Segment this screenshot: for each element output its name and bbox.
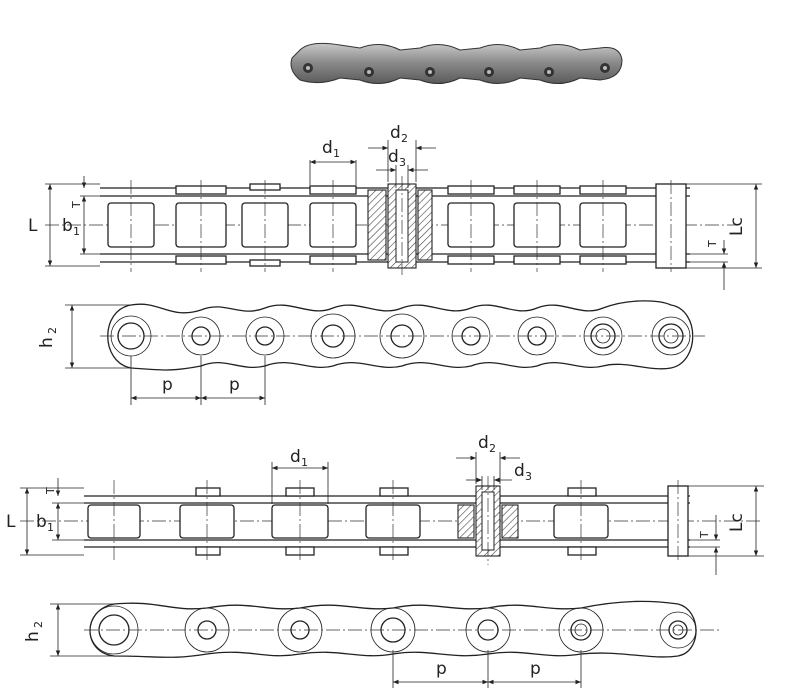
label-L-b: L xyxy=(6,512,16,532)
view2-side xyxy=(50,600,720,688)
label-h2-b-sub: 2 xyxy=(32,621,45,628)
label-T-b-left: T xyxy=(44,487,57,495)
chain-photo xyxy=(290,42,623,84)
label-T-left: T xyxy=(70,201,83,209)
label-d2: d xyxy=(390,123,401,143)
label-d2-b-sub: 2 xyxy=(489,442,496,455)
label-T-b-right: T xyxy=(698,531,711,539)
label-d1-sub: 1 xyxy=(333,147,340,160)
label-h2-sub: 2 xyxy=(46,327,59,334)
label-d1-b: d xyxy=(290,447,301,467)
label-p-4: p xyxy=(530,659,541,679)
label-d3-b-sub: 3 xyxy=(525,470,532,483)
label-L: L xyxy=(28,216,38,236)
label-T-right: T xyxy=(706,240,719,248)
view2-top xyxy=(20,452,764,575)
label-b1: b xyxy=(62,216,73,236)
label-d1-b-sub: 1 xyxy=(301,456,308,469)
label-d1: d xyxy=(322,138,333,158)
label-h2-b: h xyxy=(23,631,43,642)
label-b1-b: b xyxy=(36,512,47,532)
label-Lc-b: Lc xyxy=(727,513,747,532)
label-b1-sub: 1 xyxy=(73,225,80,238)
label-h2: h xyxy=(37,337,57,348)
label-d2-b: d xyxy=(478,433,489,453)
label-p-1: p xyxy=(162,375,173,395)
view1-side xyxy=(65,300,705,405)
label-p-3: p xyxy=(436,659,447,679)
label-d3-sub: 3 xyxy=(399,156,406,169)
label-b1-b-sub: 1 xyxy=(47,521,54,534)
label-p-2: p xyxy=(229,375,240,395)
label-d3: d xyxy=(388,147,399,167)
dimension-labels: d 1 d 2 d 3 L b 1 T Lc T h 2 p p d 1 d 2… xyxy=(6,123,747,679)
label-d2-sub: 2 xyxy=(401,132,408,145)
label-Lc: Lc xyxy=(727,217,747,236)
label-d3-b: d xyxy=(514,461,525,481)
view1-top xyxy=(45,140,762,290)
